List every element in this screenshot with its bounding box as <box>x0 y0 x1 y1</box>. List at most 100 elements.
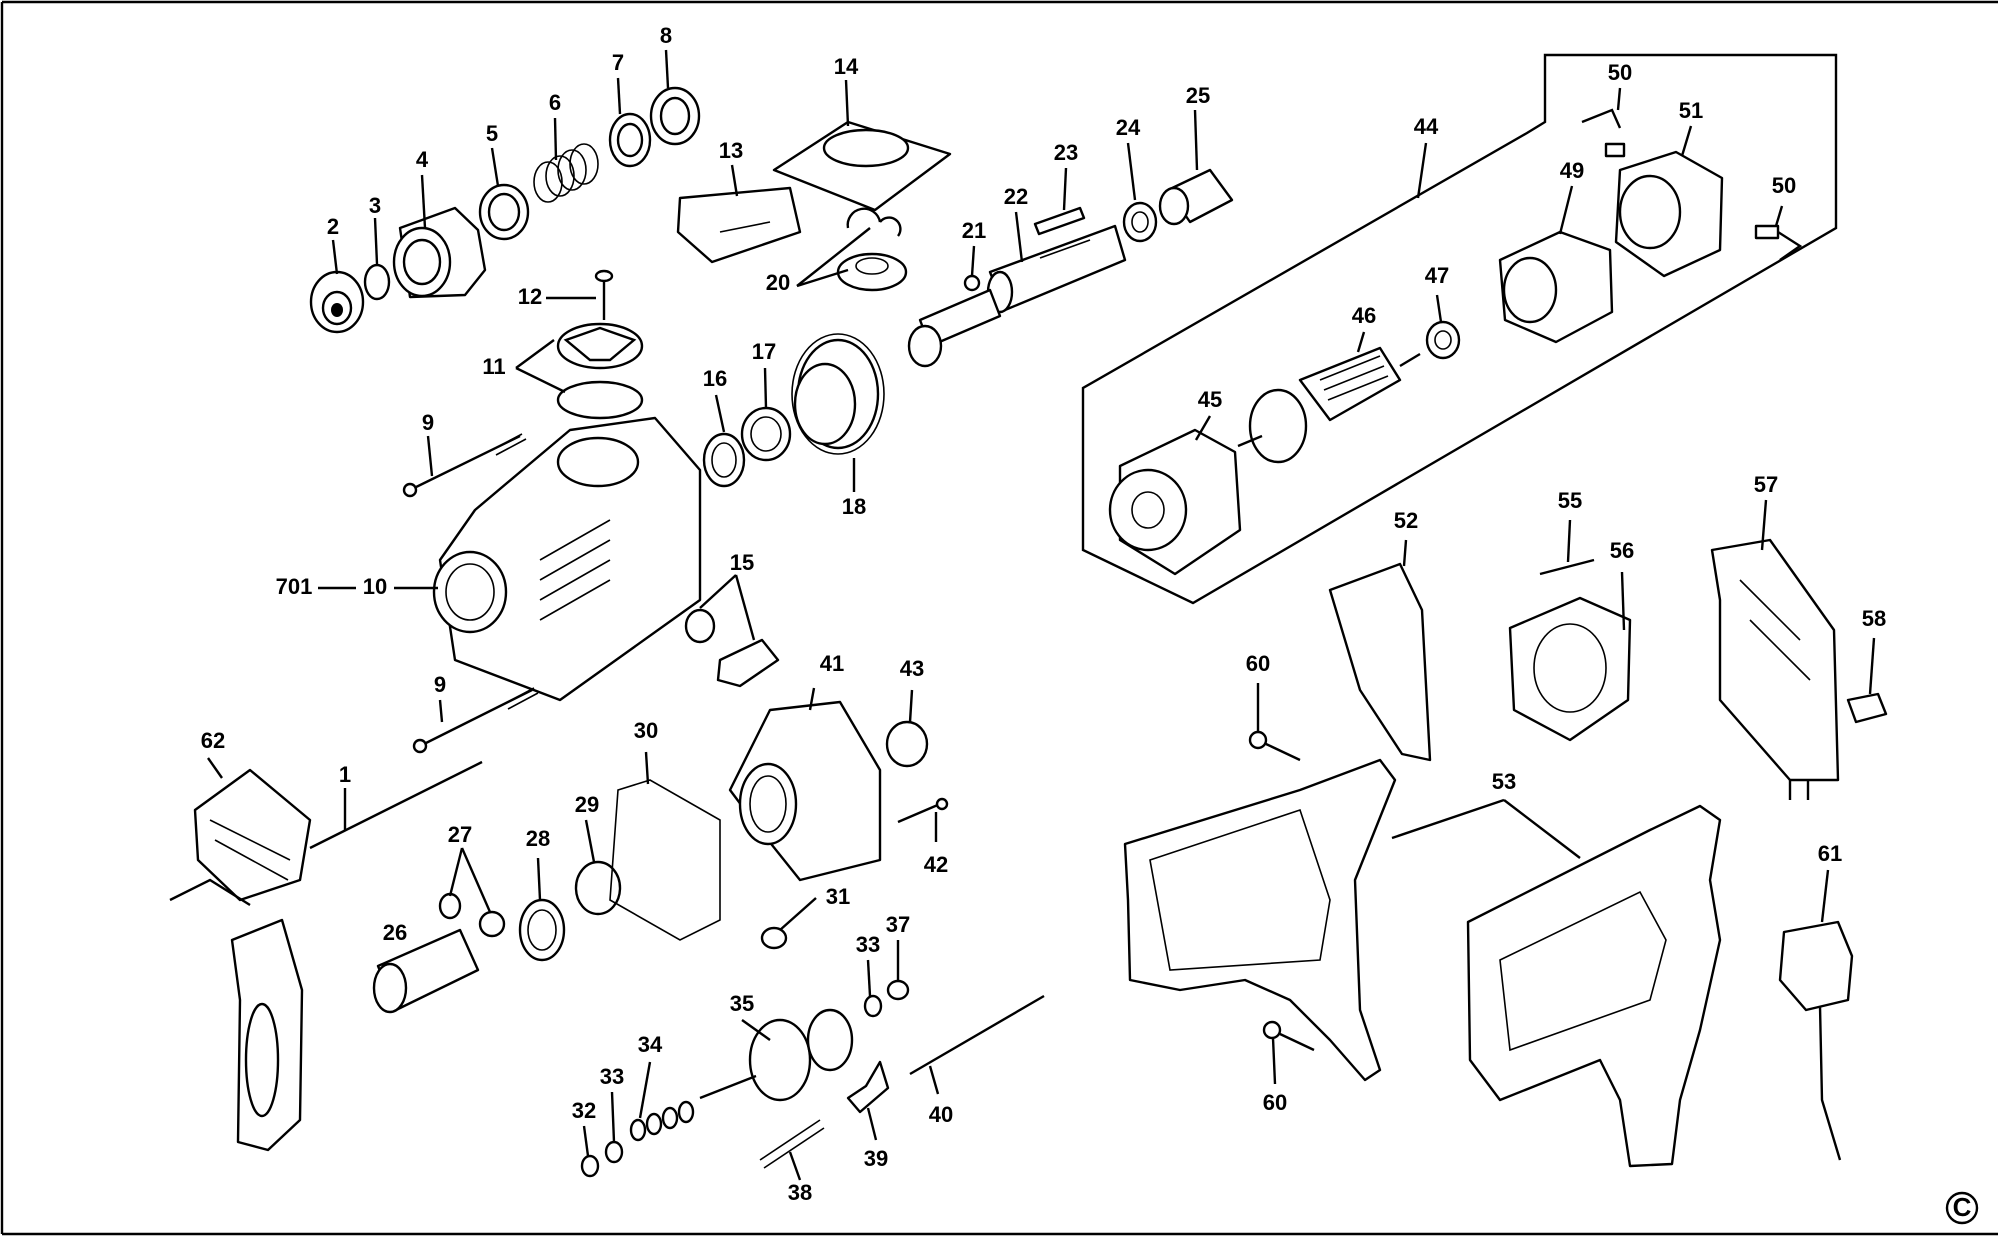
label-part-14: 14 <box>834 54 859 79</box>
part-23-key <box>1033 206 1086 236</box>
label-part-53: 53 <box>1492 769 1516 794</box>
part-60-screw-lower <box>1262 1020 1315 1052</box>
part-13-lever <box>676 186 802 264</box>
part-5-ring <box>478 183 530 241</box>
part-6-spring <box>533 143 599 203</box>
label-part-28: 28 <box>526 826 550 851</box>
label-part-50: 50 <box>1608 60 1632 85</box>
part-43-ring <box>885 720 929 768</box>
part-15-selector <box>684 608 780 688</box>
label-part-9b: 9 <box>434 672 446 697</box>
label-part-38: 38 <box>788 1180 812 1205</box>
part-10-gear-housing <box>432 416 702 702</box>
part-9-bolt-lower <box>412 687 539 754</box>
part-49-stator <box>1498 230 1614 344</box>
part-60-screw-upper <box>1248 730 1301 762</box>
part-45-field-housing <box>1108 428 1242 576</box>
part-9-bolt <box>402 433 527 498</box>
label-part-20: 20 <box>766 270 790 295</box>
part-12-screw <box>594 269 614 320</box>
label-part-42: 42 <box>924 852 948 877</box>
part-2-chuck-nut <box>309 270 365 334</box>
label-part-34: 34 <box>638 1032 663 1057</box>
part-33-washer-lower <box>604 1140 624 1164</box>
label-part-32: 32 <box>572 1098 596 1123</box>
part-29-ring <box>574 860 622 916</box>
label-part-47: 47 <box>1425 263 1449 288</box>
part-21-ball <box>963 274 981 292</box>
label-part-60b: 60 <box>1263 1090 1287 1115</box>
label-part-50b: 50 <box>1772 173 1796 198</box>
label-part-2: 2 <box>327 214 339 239</box>
label-part-45: 45 <box>1198 387 1222 412</box>
part-61-cord-guard <box>1778 920 1854 1161</box>
part-46-armature <box>1237 346 1421 464</box>
part-52-baffle <box>1328 562 1432 762</box>
part-38-spring <box>759 1119 825 1169</box>
motor-assembly-box <box>1081 53 1838 605</box>
part-8-seal <box>649 86 701 146</box>
label-part-61: 61 <box>1818 841 1842 866</box>
label-part-31: 31 <box>826 884 850 909</box>
label-part-16: 16 <box>703 366 727 391</box>
label-part-26: 26 <box>383 920 407 945</box>
label-part-24: 24 <box>1116 115 1141 140</box>
label-part-40: 40 <box>929 1102 953 1127</box>
label-part-10: 10 <box>363 574 387 599</box>
label-part-9: 9 <box>422 410 434 435</box>
label-part-30: 30 <box>634 718 658 743</box>
label-part-33b: 33 <box>600 1064 624 1089</box>
part-42-screw <box>897 797 949 824</box>
part-27-rings <box>438 892 506 938</box>
label-part-35: 35 <box>730 991 754 1016</box>
label-part-55: 55 <box>1558 488 1582 513</box>
label-part-25: 25 <box>1186 83 1210 108</box>
part-62-side-handle <box>169 768 312 1152</box>
part-labels: 1 2 3 4 5 6 7 8 9 9 10 701 11 12 13 14 1… <box>201 23 1886 1205</box>
label-part-37: 37 <box>886 912 910 937</box>
part-11-switch-knob <box>556 322 644 420</box>
part-31-pin <box>760 926 788 950</box>
part-33-washer <box>863 994 883 1018</box>
part-57-switch <box>1710 538 1840 800</box>
label-part-11: 11 <box>482 354 505 379</box>
part-20-gear-pair <box>836 207 908 292</box>
leader-lines <box>207 49 1876 1181</box>
part-30-gasket <box>609 779 721 941</box>
label-part-12: 12 <box>518 284 542 309</box>
label-part-8: 8 <box>660 23 672 48</box>
label-part-4: 4 <box>416 147 429 172</box>
part-4-sleeve <box>392 206 487 299</box>
label-part-60: 60 <box>1246 651 1270 676</box>
label-part-29: 29 <box>575 792 599 817</box>
label-part-52: 52 <box>1394 508 1418 533</box>
part-58-button <box>1846 692 1888 724</box>
part-40-rod <box>909 994 1045 1076</box>
label-part-7: 7 <box>612 50 624 75</box>
copyright-mark: C <box>1945 1191 1979 1225</box>
part-18-gear <box>791 333 885 455</box>
label-part-6: 6 <box>549 90 561 115</box>
part-1-depth-rod <box>309 760 483 850</box>
part-26-sleeve <box>372 928 480 1014</box>
label-part-5: 5 <box>486 121 498 146</box>
label-part-58: 58 <box>1862 606 1886 631</box>
label-part-15: 15 <box>730 550 754 575</box>
part-39-bracket <box>846 1060 890 1114</box>
part-3-circlip <box>363 263 391 301</box>
part-51-brush-holder <box>1614 150 1724 278</box>
part-50-brush-upper <box>1581 108 1626 158</box>
label-part-43: 43 <box>900 656 924 681</box>
label-part-701: 701 <box>276 574 313 599</box>
copyright-letter: C <box>1953 1192 1972 1222</box>
label-part-17: 17 <box>752 339 776 364</box>
part-53-housing-left <box>1123 758 1397 1082</box>
label-part-27: 27 <box>448 822 472 847</box>
part-14-slide-plate <box>772 120 952 212</box>
part-56-ring-holder <box>1508 596 1632 742</box>
label-part-1: 1 <box>339 762 351 787</box>
part-24-washer <box>1122 201 1158 243</box>
label-part-21: 21 <box>962 218 986 243</box>
label-part-39: 39 <box>864 1146 888 1171</box>
